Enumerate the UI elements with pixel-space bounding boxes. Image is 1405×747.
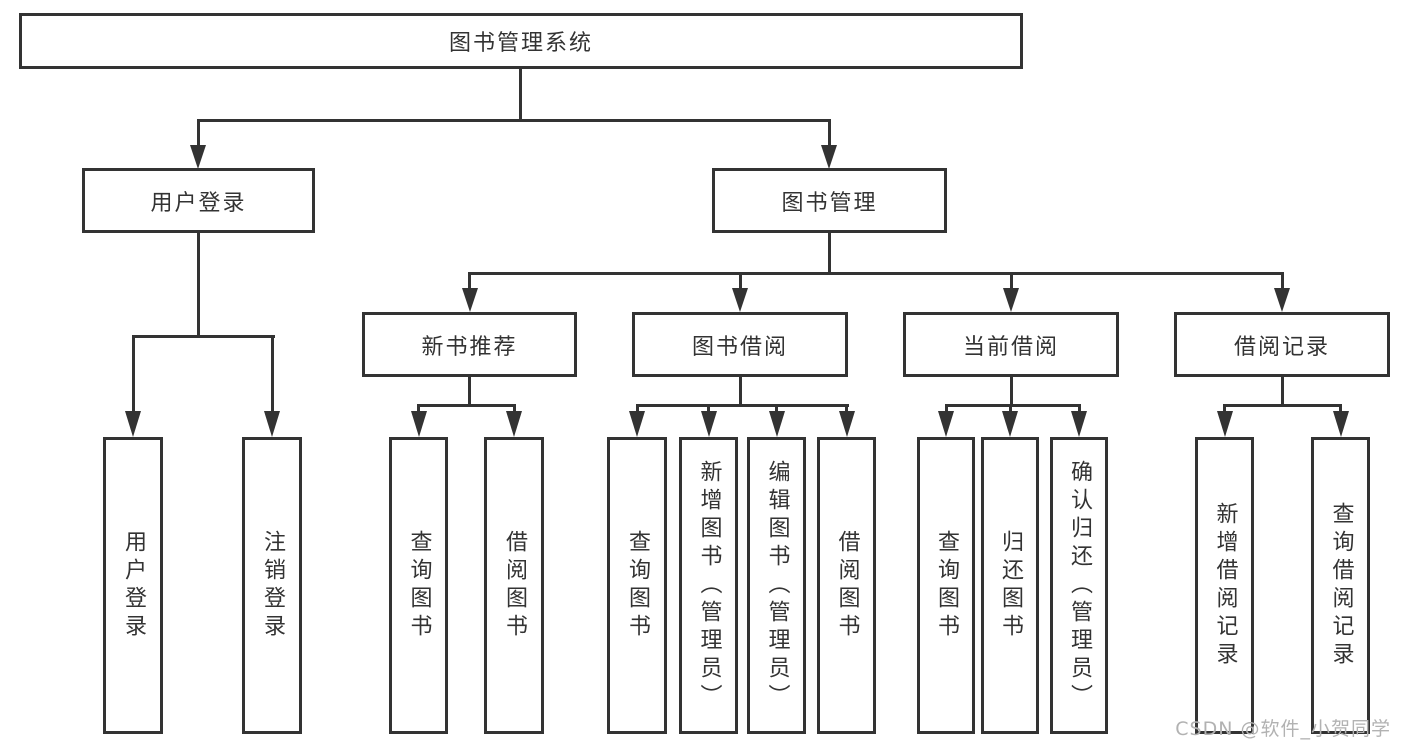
connector-bookborrow-trunk (738, 377, 742, 404)
arrowhead-icon (506, 411, 522, 437)
leaf-query-books-newrec: 查询图书 (389, 437, 448, 734)
leaf-add-borrow-record: 新增借阅记录 (1195, 437, 1254, 734)
node-library-management-system: 图书管理系统 (19, 13, 1023, 69)
leaf-label: 查询图书 (625, 529, 650, 642)
connector-borrowrecords-bar (1223, 404, 1342, 407)
connector-bookborrow-bar (635, 404, 849, 407)
watermark: CSDN @软件_小贺同学 (1175, 718, 1391, 740)
connector-userlogin-trunk (197, 233, 200, 336)
connector-root-trunk (519, 68, 522, 119)
arrowhead-icon (1003, 288, 1019, 312)
connector-to-leaf (512, 404, 516, 413)
node-current-borrowing: 当前借阅 (903, 312, 1119, 377)
node-label: 当前借阅 (962, 334, 1059, 360)
connector-to-leaf (1339, 404, 1342, 413)
leaf-borrow-books-borrow: 借阅图书 (817, 437, 876, 734)
connector-to-leaf (1077, 404, 1081, 413)
node-user-login: 用户登录 (82, 168, 315, 233)
leaf-label: 查询图书 (934, 529, 959, 642)
connector-to-leaf (1223, 404, 1226, 413)
leaf-query-books-borrow: 查询图书 (607, 437, 667, 734)
connector-bookmgmt-bar (468, 272, 1283, 275)
leaf-label: 归还图书 (998, 529, 1023, 642)
connector-to-borrow-records (1280, 272, 1284, 290)
leaf-query-books-current: 查询图书 (917, 437, 975, 734)
arrowhead-icon (264, 411, 280, 437)
arrowhead-icon (1071, 411, 1087, 437)
leaf-label: 新增借阅记录 (1212, 501, 1238, 670)
node-label: 用户登录 (150, 190, 247, 216)
leaf-label: 借阅图书 (502, 529, 527, 642)
connector-to-leaf (845, 404, 848, 413)
connector-newrec-bar (417, 404, 516, 407)
connector-to-leaf (775, 404, 778, 413)
node-borrowing-records: 借阅记录 (1174, 312, 1390, 377)
leaf-edit-books-admin: 编辑图书（管理员） (747, 437, 806, 734)
connector-to-book-mgmt (828, 119, 831, 147)
node-label: 新书推荐 (421, 334, 518, 360)
connector-to-new-rec (468, 272, 471, 290)
connector-to-leaf (417, 404, 420, 413)
arrowhead-icon (629, 411, 645, 437)
arrowhead-icon (190, 145, 206, 169)
connector-currentborrow-bar (944, 404, 1081, 407)
leaf-return-books: 归还图书 (981, 437, 1039, 734)
arrowhead-icon (838, 411, 855, 437)
node-new-book-recommend: 新书推荐 (362, 312, 577, 377)
arrowhead-icon (768, 411, 785, 437)
node-book-borrowing: 图书借阅 (632, 312, 848, 377)
arrowhead-icon (461, 288, 478, 312)
leaf-label: 新增图书（管理员） (696, 459, 722, 712)
node-book-management: 图书管理 (712, 168, 947, 233)
connector-to-leaf (944, 404, 948, 413)
leaf-label: 借阅图书 (834, 529, 860, 642)
connector-root-bar (197, 119, 831, 122)
connector-to-current-borrow (1009, 272, 1013, 290)
leaf-label: 查询借阅记录 (1328, 501, 1354, 670)
arrowhead-icon (1332, 411, 1349, 437)
connector-to-leaf-user-login (131, 335, 135, 413)
leaf-label: 编辑图书（管理员） (764, 459, 790, 712)
arrowhead-icon (1216, 411, 1233, 437)
connector-newrec-trunk (468, 377, 471, 404)
leaf-borrow-books-newrec: 借阅图书 (484, 437, 544, 734)
arrowhead-icon (1002, 411, 1018, 437)
leaf-label: 用户登录 (121, 529, 146, 642)
connector-to-user-login (197, 119, 200, 147)
connector-userlogin-bar (131, 335, 275, 338)
connector-to-leaf-logout (270, 335, 274, 413)
connector-to-leaf (1008, 404, 1012, 413)
arrowhead-icon (732, 288, 748, 312)
connector-bookmgmt-trunk (828, 233, 831, 272)
connector-currentborrow-trunk (1009, 377, 1013, 404)
leaf-add-books-admin: 新增图书（管理员） (679, 437, 738, 734)
node-label: 图书管理 (781, 190, 878, 216)
node-label: 图书管理系统 (448, 31, 593, 56)
node-label: 借阅记录 (1233, 334, 1330, 360)
leaf-confirm-return-admin: 确认归还（管理员） (1050, 437, 1108, 734)
connector-to-leaf (707, 404, 710, 413)
arrowhead-icon (938, 411, 954, 437)
leaf-label: 确认归还（管理员） (1067, 459, 1092, 712)
leaf-logout: 注销登录 (242, 437, 302, 734)
arrowhead-icon (1274, 288, 1290, 312)
arrowhead-icon (410, 411, 427, 437)
leaf-label: 查询图书 (406, 529, 432, 642)
arrowhead-icon (821, 145, 837, 169)
leaf-user-login: 用户登录 (103, 437, 163, 734)
arrowhead-icon (700, 411, 717, 437)
arrowhead-icon (125, 411, 141, 437)
connector-to-leaf (635, 404, 639, 413)
leaf-query-borrow-record: 查询借阅记录 (1311, 437, 1370, 734)
leaf-label: 注销登录 (260, 529, 285, 642)
connector-to-book-borrow (738, 272, 742, 290)
node-label: 图书借阅 (691, 334, 788, 360)
connector-borrowrecords-trunk (1280, 377, 1284, 404)
